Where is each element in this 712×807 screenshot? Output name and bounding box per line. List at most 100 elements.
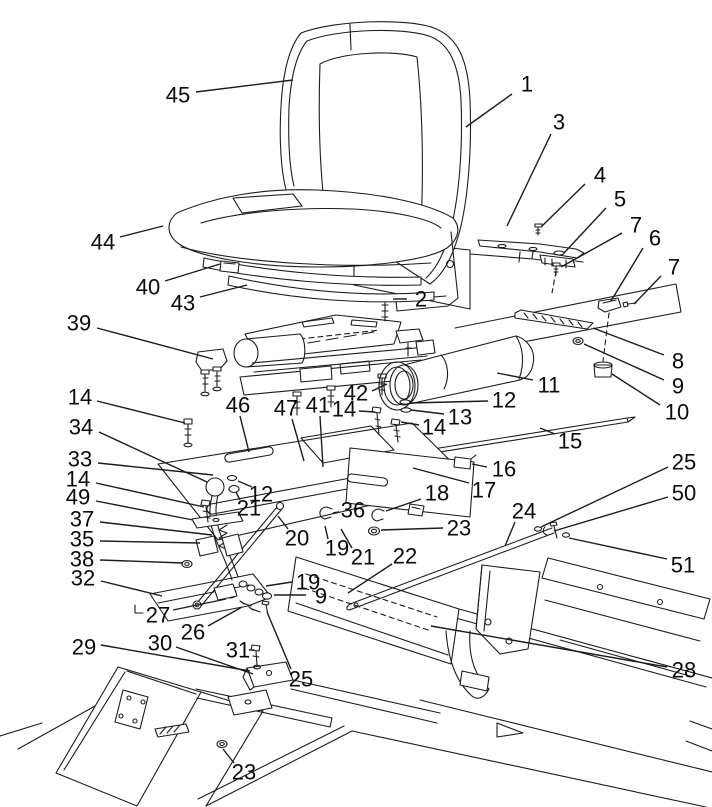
leader-line-45 bbox=[195, 79, 294, 93]
callout-40: 40 bbox=[136, 275, 160, 300]
screw-7b bbox=[622, 301, 629, 308]
callout-21: 21 bbox=[237, 496, 261, 521]
callout-25: 25 bbox=[672, 450, 696, 475]
leader-line-1 bbox=[465, 93, 513, 128]
callout-20: 20 bbox=[285, 526, 309, 551]
leader-line-18 bbox=[385, 498, 422, 512]
callout-7: 7 bbox=[668, 255, 680, 280]
callout-23: 23 bbox=[447, 516, 471, 541]
leader-line-42 bbox=[371, 383, 388, 392]
callout-24: 24 bbox=[512, 499, 536, 524]
leader-line-36 bbox=[332, 511, 340, 514]
leader-line-34 bbox=[98, 431, 208, 483]
nut-9 bbox=[572, 336, 584, 346]
nut-23-lower bbox=[216, 739, 228, 749]
callout-28: 28 bbox=[672, 658, 696, 683]
clip-36 bbox=[319, 506, 333, 520]
callout-33: 33 bbox=[68, 447, 92, 472]
leader-line-16 bbox=[471, 463, 488, 468]
callout-7: 7 bbox=[630, 213, 642, 238]
callout-19: 19 bbox=[296, 570, 320, 595]
leader-line-5 bbox=[563, 207, 607, 254]
callout-35: 35 bbox=[70, 527, 94, 552]
callout-4: 4 bbox=[594, 163, 606, 188]
strip-8 bbox=[514, 309, 594, 330]
leader-line-39 bbox=[96, 327, 214, 360]
console-tower bbox=[55, 666, 333, 807]
leader-line-46 bbox=[239, 415, 250, 453]
leader-line-25 bbox=[266, 611, 292, 670]
callout-50: 50 bbox=[672, 481, 696, 506]
callout-47: 47 bbox=[274, 396, 298, 421]
leader-line-21 bbox=[340, 528, 353, 549]
leader-line-32 bbox=[100, 580, 163, 597]
callout-32: 32 bbox=[71, 566, 95, 591]
callout-10: 10 bbox=[665, 400, 689, 425]
leader-line-14 bbox=[358, 410, 376, 413]
clip-6 bbox=[597, 297, 622, 313]
leader-line-21 bbox=[235, 491, 241, 501]
leader-line-33 bbox=[97, 462, 214, 476]
leader-line-20 bbox=[277, 515, 289, 530]
seat bbox=[168, 21, 472, 312]
screw-7a bbox=[552, 262, 561, 267]
callout-21: 21 bbox=[351, 545, 375, 570]
seat-slider-assembly bbox=[183, 293, 436, 448]
callout-12: 12 bbox=[249, 482, 273, 507]
leader-line-13 bbox=[410, 409, 445, 415]
callout-25: 25 bbox=[289, 667, 313, 692]
seat-underside-strips bbox=[202, 257, 435, 303]
shifter-cover-plate-17 bbox=[345, 447, 475, 518]
leader-line-9 bbox=[583, 343, 665, 381]
callout-43: 43 bbox=[171, 291, 195, 316]
leader-line-10 bbox=[611, 373, 661, 406]
callout-11: 11 bbox=[538, 373, 561, 398]
leader-line-11 bbox=[496, 372, 534, 381]
callout-14: 14 bbox=[332, 397, 356, 422]
leader-line-8 bbox=[592, 327, 665, 356]
callout-3: 3 bbox=[553, 110, 565, 135]
callout-42: 42 bbox=[344, 381, 368, 406]
callout-13: 13 bbox=[448, 405, 472, 430]
latch-bracket bbox=[242, 644, 294, 691]
nut-23-upper bbox=[367, 526, 381, 536]
callout-2: 2 bbox=[415, 287, 427, 312]
callout-41: 41 bbox=[306, 393, 330, 418]
leader-line-49 bbox=[95, 500, 194, 521]
callout-14: 14 bbox=[66, 467, 90, 492]
leader-line-23 bbox=[380, 527, 444, 531]
strap-42 bbox=[378, 361, 416, 411]
bolt-14-lower bbox=[200, 499, 211, 507]
leader-line-43 bbox=[199, 284, 248, 298]
callout-23: 23 bbox=[232, 760, 256, 785]
leader-line-19 bbox=[324, 525, 329, 540]
cylinder-11 bbox=[371, 335, 535, 443]
leader-line-14 bbox=[400, 421, 420, 426]
knob-34 bbox=[205, 477, 225, 497]
leader-line-47 bbox=[291, 418, 305, 462]
callout-9: 9 bbox=[315, 584, 327, 609]
callout-15: 15 bbox=[558, 429, 582, 454]
leader-line-35 bbox=[99, 540, 201, 544]
frame-panel-22 bbox=[287, 556, 460, 665]
callout-17: 17 bbox=[472, 478, 496, 503]
bracket-27 bbox=[213, 583, 238, 601]
callout-19: 19 bbox=[325, 536, 349, 561]
leader-line-3 bbox=[506, 133, 552, 227]
mount-brackets-right bbox=[477, 223, 637, 378]
callout-49: 49 bbox=[66, 485, 90, 510]
leader-line-29 bbox=[100, 644, 251, 672]
callout-14: 14 bbox=[422, 415, 446, 440]
leader-line-24 bbox=[504, 521, 516, 547]
callout-27: 27 bbox=[146, 603, 170, 628]
callout-38: 38 bbox=[70, 547, 94, 572]
callout-14: 14 bbox=[68, 385, 92, 410]
leader-line-40 bbox=[164, 263, 221, 282]
leader-line-51 bbox=[568, 537, 668, 560]
callout-34: 34 bbox=[69, 415, 93, 440]
washer-13 bbox=[400, 407, 412, 413]
callout-37: 37 bbox=[70, 507, 94, 532]
strip-40 bbox=[202, 257, 422, 286]
